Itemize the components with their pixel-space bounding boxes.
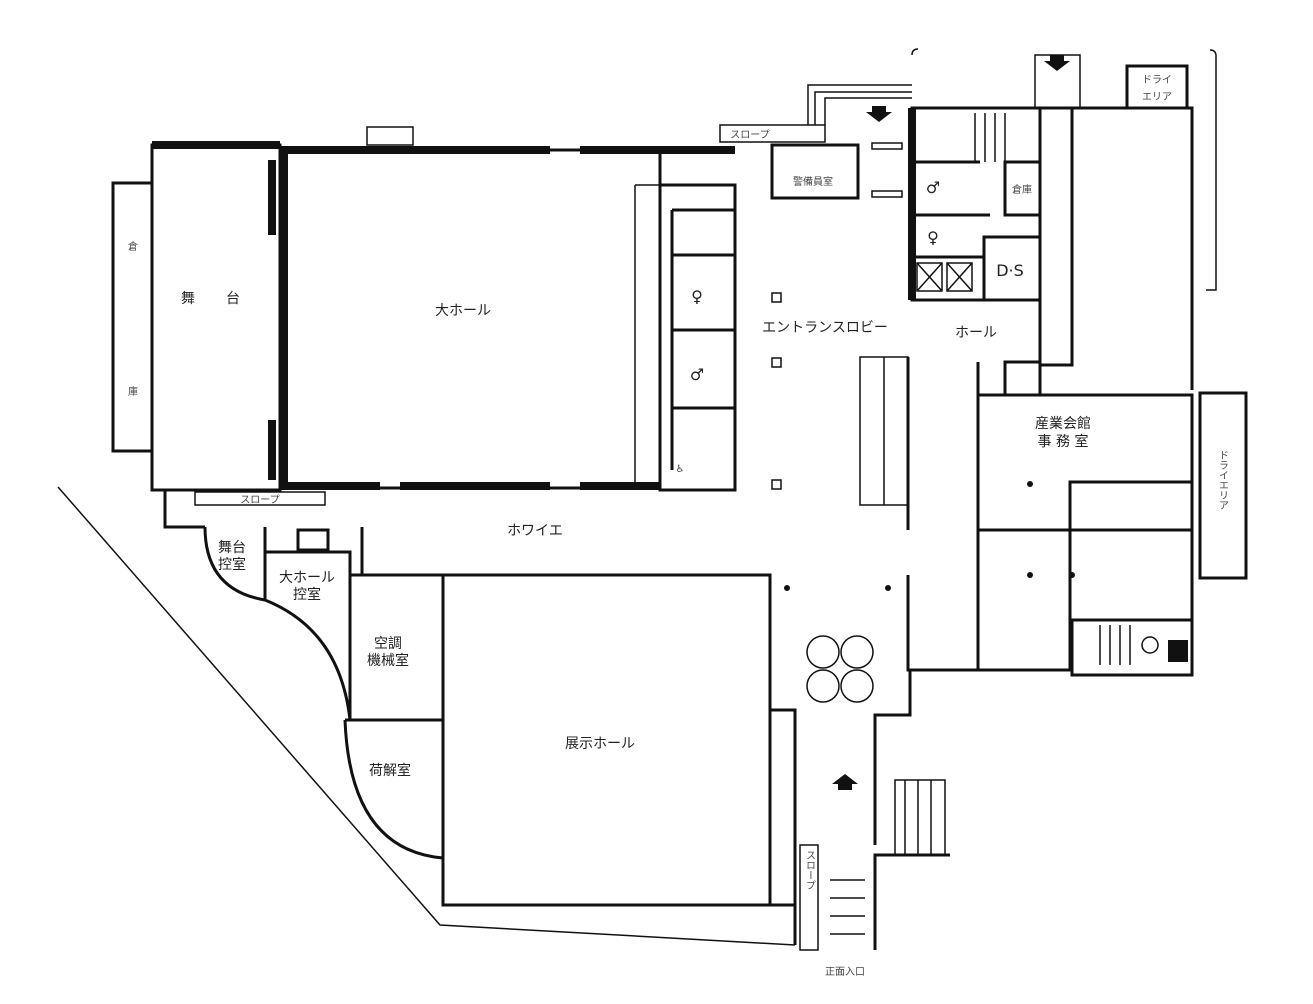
storage-left-label: 倉 xyxy=(128,240,138,253)
hvac-label: 空調 xyxy=(374,636,402,652)
main-entrance-label: 正面入口 xyxy=(825,967,865,978)
male-restroom-icon: ♂ xyxy=(926,178,940,197)
dry-area-right-label: ドライエリア xyxy=(1217,450,1229,510)
security-room xyxy=(770,143,860,200)
storage-core-room xyxy=(1003,160,1042,217)
female-restroom-icon: ♀ xyxy=(927,228,939,247)
stage-green-room-label: 控室 xyxy=(218,556,246,573)
unpacking-room xyxy=(343,718,445,860)
revolving-door-icon xyxy=(806,635,874,703)
wheelchair-icon: ♿ xyxy=(676,464,685,475)
entrance-arrow-icon xyxy=(832,774,858,790)
storage-left-room xyxy=(111,181,154,453)
entrance-arrow-icon xyxy=(866,106,892,122)
entrance-lobby-label: エントランスロビー xyxy=(762,320,888,336)
ds-label: D·S xyxy=(996,261,1024,280)
hall-green-room-label: 控室 xyxy=(293,586,321,603)
escalator xyxy=(859,356,909,506)
large-hall-room xyxy=(278,148,662,490)
slope-top-label: スロープ xyxy=(730,129,769,141)
stage-room xyxy=(150,143,282,492)
slope-vertical-label: スロープ xyxy=(804,850,815,890)
large-hall-label: 大ホール xyxy=(435,303,491,319)
ds-room xyxy=(982,235,1042,302)
storage-left-label: 庫 xyxy=(128,385,138,398)
storage-core-label: 倉庫 xyxy=(1012,183,1032,196)
hall-green-room-label: 大ホール xyxy=(279,570,335,586)
dry-area-top-label: エリア xyxy=(1142,92,1172,103)
stage-green-room-label: 舞台 xyxy=(218,540,246,556)
female-restroom-icon: ♀ xyxy=(691,287,703,306)
stage-label: 台 xyxy=(226,291,240,307)
hvac-label: 機械室 xyxy=(367,652,409,669)
male-restroom-icon: ♂ xyxy=(690,365,704,384)
foyer-label: ホワイエ xyxy=(507,523,563,539)
restroom-block xyxy=(658,183,737,492)
exhibition-hall-label: 展示ホール xyxy=(565,736,635,752)
column-marker-icon xyxy=(771,292,782,490)
office-label: 事 務 室 xyxy=(1038,433,1089,450)
security-label: 警備員室 xyxy=(793,175,833,188)
dry-area-top-label: ドライ xyxy=(1142,74,1172,86)
elevator-icon xyxy=(916,262,973,292)
hall-label: ホール xyxy=(955,325,997,341)
site-boundary xyxy=(57,486,796,946)
slope-bottom-label: スロープ xyxy=(240,494,279,506)
unpacking-label: 荷解室 xyxy=(369,762,411,779)
entrance-arrow-icon xyxy=(1044,55,1070,71)
office-label: 産業会館 xyxy=(1035,415,1091,432)
stage-label: 舞 xyxy=(181,291,195,307)
dry-area-right xyxy=(1198,391,1248,580)
